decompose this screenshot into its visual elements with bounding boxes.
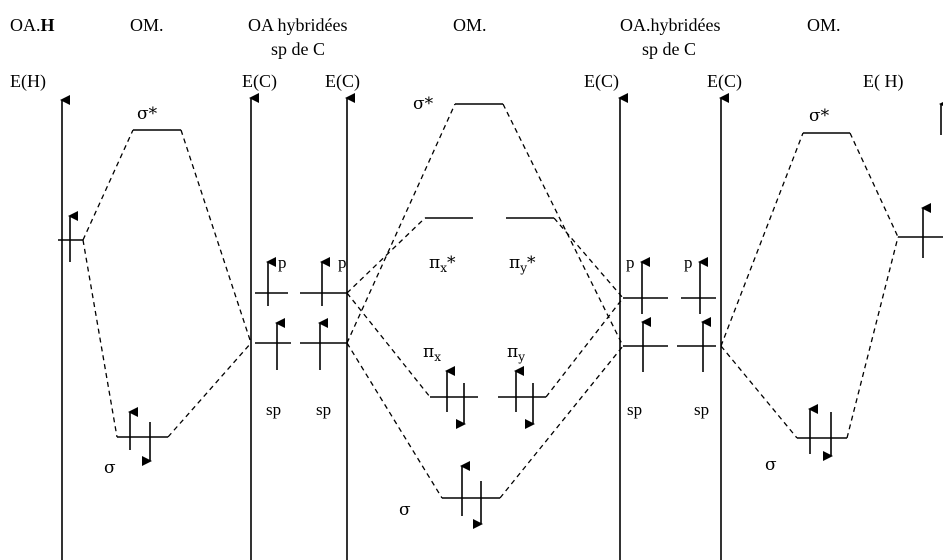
label-sigma-left: σ <box>104 458 116 478</box>
dash-sp4-to-sigma-right <box>720 345 798 439</box>
label-sp-2: sp <box>316 400 331 419</box>
header-oa-hybrid-right-line1: OA.hybridées <box>620 15 720 35</box>
header-om-center: OM. <box>453 15 487 35</box>
label-pi-y-star: πy* <box>509 253 536 275</box>
dash-sigma-to-sp3 <box>499 345 624 499</box>
dash-sigma-star-left-to-sp1 <box>180 129 252 344</box>
label-sp-1: sp <box>266 400 281 419</box>
dash-pi-y-star-to-p3 <box>553 217 624 299</box>
label-p-4: p <box>684 253 693 272</box>
dash-sigma-star-to-sp3 <box>502 103 624 347</box>
electrons <box>68 203 931 529</box>
axis-label-e-h-right: E( H) <box>863 71 903 92</box>
label-sigma-star-right: σ* <box>809 106 830 126</box>
label-p-2: p <box>338 253 347 272</box>
dash-h-to-sigma-left <box>82 239 118 438</box>
header-oa-hybrid-left-line1: OA hybridées <box>248 15 347 35</box>
header-oa-h-left: OA.H <box>10 15 55 35</box>
header-oa-hybrid-right-line2: sp de C <box>642 39 696 59</box>
label-sigma-right: σ <box>765 455 777 475</box>
label-sigma-center: σ <box>399 500 411 520</box>
dash-sp4-to-sigma-star-right <box>720 132 804 347</box>
label-pi-x: πx <box>423 342 441 364</box>
label-pi-y: πy <box>507 342 525 364</box>
dash-sp2-to-sigma-star <box>346 103 456 344</box>
header-om-right: OM. <box>807 15 841 35</box>
energy-levels <box>58 103 943 499</box>
label-p-1: p <box>278 253 287 272</box>
label-pi-x-star: πx* <box>429 253 456 275</box>
axis-label-e-c-3: E(C) <box>584 71 619 92</box>
label-sp-4: sp <box>694 400 709 419</box>
dash-sigma-star-right-to-h <box>849 132 899 238</box>
dash-sigma-left-to-sp1 <box>167 342 252 438</box>
axis-label-e-h-left: E(H) <box>10 71 46 92</box>
axis-label-e-c-2: E(C) <box>325 71 360 92</box>
label-p-3: p <box>626 253 635 272</box>
dash-p2-to-pi-x-star <box>346 217 426 294</box>
header-om-left: OM. <box>130 15 164 35</box>
dash-h-to-sigma-star-left <box>82 129 134 241</box>
dash-sigma-right-to-h <box>846 236 899 439</box>
axis-label-e-c-4: E(C) <box>707 71 742 92</box>
dash-sp2-to-sigma <box>346 342 443 499</box>
axis-label-e-c-1: E(C) <box>242 71 277 92</box>
correlation-lines <box>82 103 899 499</box>
label-sigma-star-center: σ* <box>413 94 434 114</box>
label-sigma-star-left: σ* <box>137 104 158 124</box>
dash-pi-y-to-p3 <box>545 297 624 398</box>
header-oa-hybrid-left-line2: sp de C <box>271 39 325 59</box>
dash-p2-to-pi-x <box>346 292 431 398</box>
label-sp-3: sp <box>627 400 642 419</box>
